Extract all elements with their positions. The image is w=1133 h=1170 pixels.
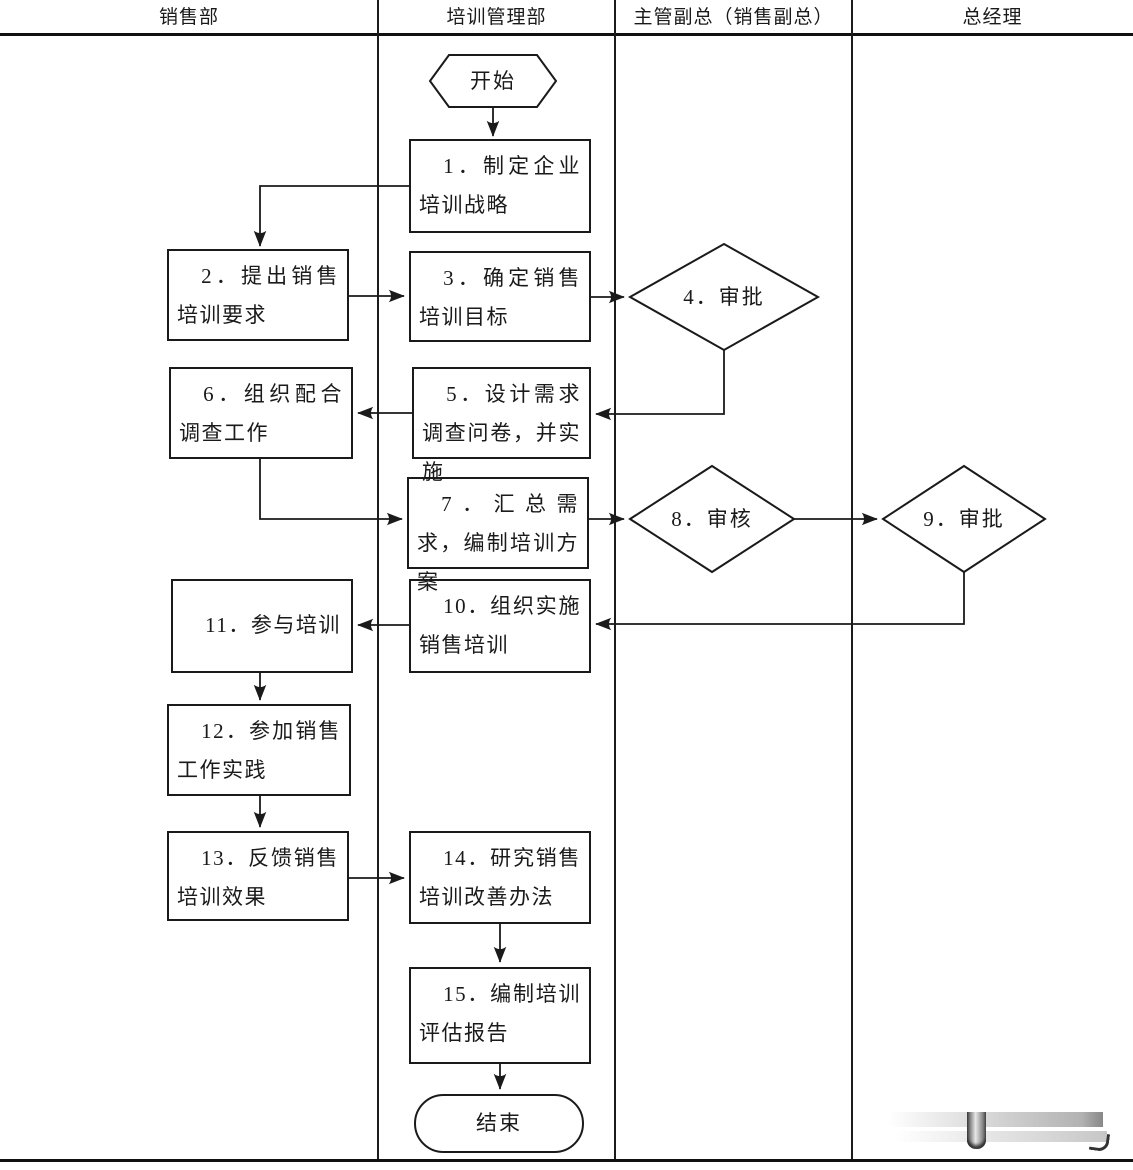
step-8-label: 8．审核 bbox=[671, 506, 753, 531]
step-5-shape bbox=[412, 367, 591, 459]
step-5-label: 5．设计需求调查问卷，并实施 bbox=[422, 382, 581, 484]
step-10-label: 10．组织实施销售培训 bbox=[419, 594, 581, 657]
bottom-border-line bbox=[0, 1159, 1133, 1162]
step-10-shape bbox=[409, 579, 591, 673]
edge-6-to-7 bbox=[259, 458, 403, 526]
end-node-label: 结束 bbox=[476, 1111, 522, 1135]
step-8-decision-shape bbox=[628, 464, 796, 574]
watermark-remnant-band-bottom bbox=[895, 1131, 1107, 1142]
header-separator-line bbox=[0, 33, 1133, 36]
step-1-label: 1．制定企业培训战略 bbox=[419, 154, 581, 217]
step-12-label: 12．参加销售工作实践 bbox=[177, 719, 341, 782]
step-11-shape bbox=[171, 579, 353, 673]
lane-header-executive-vp: 主管副总（销售副总） bbox=[633, 7, 834, 28]
step-9-label: 9．审批 bbox=[923, 506, 1005, 531]
step-14-shape bbox=[409, 831, 591, 924]
edge-1-to-2 bbox=[253, 185, 410, 247]
step-4-decision-shape bbox=[627, 242, 821, 352]
lane-header-sales-dept: 销售部 bbox=[158, 7, 219, 28]
step-7-label: 7．汇总需求，编制培训方案 bbox=[417, 492, 579, 594]
step-6-label: 6．组织配合调查工作 bbox=[179, 382, 343, 445]
step-3-label: 3．确定销售培训目标 bbox=[419, 266, 581, 329]
end-node-shape bbox=[414, 1094, 584, 1153]
lane-divider-2 bbox=[614, 0, 616, 1162]
lane-divider-1 bbox=[377, 0, 379, 1162]
step-15-label: 15．编制培训评估报告 bbox=[419, 982, 581, 1045]
step-9-decision-shape bbox=[881, 464, 1047, 574]
start-node-label: 开始 bbox=[470, 68, 516, 93]
step-2-label: 2．提出销售培训要求 bbox=[177, 264, 339, 327]
edge-9-to-10 bbox=[595, 572, 965, 631]
step-11-label: 11．参与培训 bbox=[205, 613, 341, 637]
lane-divider-3 bbox=[851, 0, 853, 1162]
step-4-label: 4．审批 bbox=[683, 284, 765, 309]
lane-header-general-manager: 总经理 bbox=[962, 7, 1023, 28]
step-7-shape bbox=[407, 477, 589, 569]
step-2-shape bbox=[167, 249, 349, 341]
step-14-label: 14．研究销售培训改善办法 bbox=[419, 846, 581, 909]
lane-header-training-mgmt: 培训管理部 bbox=[446, 7, 547, 28]
step-13-label: 13．反馈销售培训效果 bbox=[177, 846, 339, 909]
step-13-shape bbox=[167, 831, 349, 921]
step-12-shape bbox=[167, 704, 351, 796]
step-6-shape bbox=[169, 367, 353, 459]
watermark-remnant-band-top bbox=[888, 1112, 1103, 1127]
start-node-shape bbox=[428, 54, 558, 108]
step-15-shape bbox=[409, 967, 591, 1064]
step-1-shape bbox=[409, 139, 591, 233]
watermark-remnant-bar bbox=[967, 1112, 986, 1149]
step-3-shape bbox=[409, 251, 591, 342]
edge-4-to-5 bbox=[595, 350, 725, 421]
